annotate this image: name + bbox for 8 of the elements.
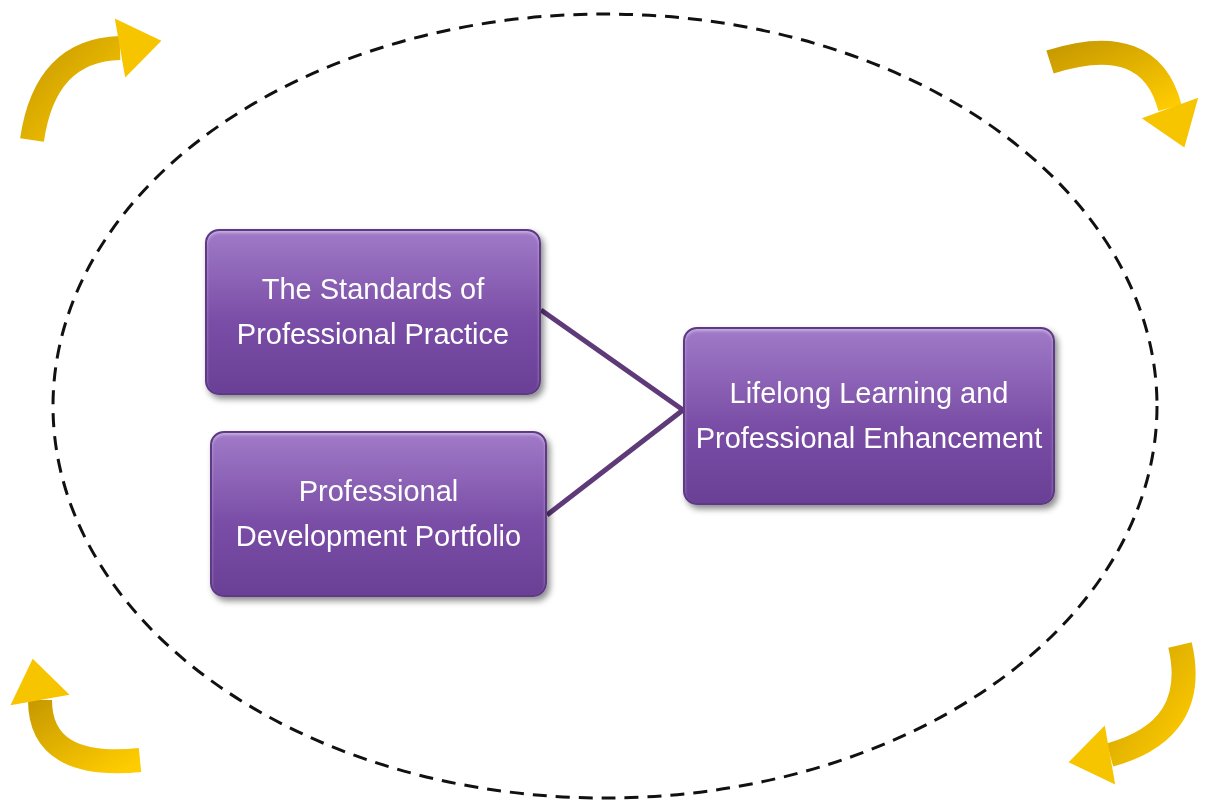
connector-line (545, 408, 685, 517)
connector-line (539, 307, 685, 413)
box-label: Professional Development Portfolio (234, 474, 523, 554)
process-box (683, 327, 1055, 505)
process-box (210, 431, 547, 597)
box-label: Lifelong Learning and Professional Enhancement (694, 376, 1044, 456)
box-label: The Standards of Professional Practice (235, 272, 511, 352)
process-box (205, 229, 541, 395)
